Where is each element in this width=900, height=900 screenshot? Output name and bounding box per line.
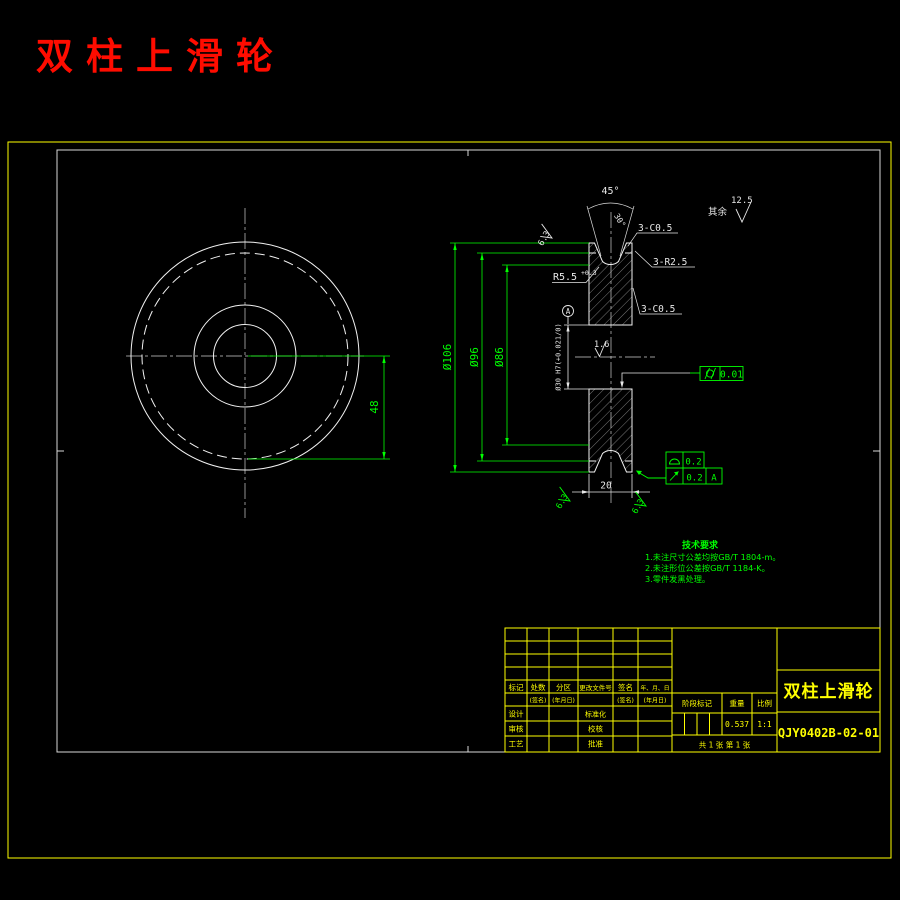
dim-angle-text: 45°	[601, 186, 619, 197]
profile-icon	[669, 458, 680, 465]
dim-d96-text: Ø96	[468, 347, 481, 367]
rest-roughness: 其余 12.5	[708, 196, 753, 224]
fcf-profile-value: 0.2	[685, 458, 701, 468]
width-dimension	[572, 474, 650, 498]
tb-col-mark: 标记	[509, 682, 524, 692]
tb-sub-date1: (年月日)	[552, 697, 575, 705]
dim-d86-text: Ø86	[493, 347, 506, 367]
dim-48-text: 48	[368, 400, 381, 413]
tb-sheet-info: 共 1 张 第 1 张	[699, 740, 751, 750]
tb-row-approve: 批准	[588, 739, 603, 749]
tb-weight-label: 重量	[730, 699, 745, 708]
tb-row-process: 工艺	[509, 740, 524, 749]
rest-value: 12.5	[731, 196, 753, 206]
left-view: 48	[126, 208, 390, 518]
tb-sub-sig1: (签名)	[530, 697, 547, 705]
callout-top-text: 3-C0.5	[638, 223, 672, 234]
groove-radius-tol: +0.3	[581, 269, 597, 277]
roughness-groove-value: 6.3	[536, 230, 552, 248]
page-title: 双柱上滑轮	[36, 37, 286, 78]
datum-a	[562, 305, 574, 324]
fcf-stack: 0.2 0.2 A	[636, 451, 723, 485]
tb-col-count: 处数	[531, 682, 546, 692]
tb-col-date: 年、月、日	[641, 684, 670, 692]
section-body	[588, 242, 633, 473]
upper-hatched-half	[588, 242, 633, 326]
tb-sub-sig2: (签名)	[617, 697, 634, 705]
dim-bore-text: Ø30 H7(+0.021/0)	[555, 323, 563, 390]
tb-part-name: 双柱上滑轮	[784, 681, 874, 702]
tb-col-sig: 签名	[618, 682, 633, 692]
lower-hatched-half	[588, 388, 633, 473]
notes-line-1: 1.未注尺寸公差均按GB/T 1804-m。	[645, 552, 781, 562]
dim-angle-small-text: 30°	[612, 212, 627, 229]
groove-radius-callout: R5.5 +0.3	[552, 266, 600, 283]
roughness-bore-value: 1.6	[594, 340, 609, 350]
notes-line-3: 3.零件发黑处理。	[645, 574, 710, 584]
tb-scale-label: 比例	[757, 698, 772, 708]
roughness-bottom-left: 6.3	[554, 486, 571, 511]
section-view	[575, 212, 655, 505]
tb-row-proof: 校核	[588, 724, 603, 734]
dim-width-text: 20	[600, 481, 612, 492]
title-block: 标记 处数 分区 更改文件号 签名 年、月、日 (签名) (年月日) (签名) …	[504, 627, 881, 753]
fcf-runout-value: 0.2	[686, 474, 702, 484]
tb-scale-value: 1:1	[757, 720, 772, 729]
technical-notes: 技术要求 1.未注尺寸公差均按GB/T 1804-m。 2.未注形位公差按GB/…	[645, 539, 781, 584]
title-block-grid	[504, 627, 881, 753]
roughness-groove-6-3: 6.3	[536, 223, 553, 248]
callout-mid-text: 3-R2.5	[653, 257, 687, 268]
rest-label: 其余	[708, 206, 728, 218]
groove-angle-dim	[586, 202, 635, 257]
fcf-cyl-value: 0.01	[720, 370, 743, 381]
section-centerlines	[575, 212, 655, 505]
fcf-runout-datum: A	[711, 474, 717, 484]
roughness-icon	[735, 201, 752, 224]
roughness-bottom-right-value: 6.3	[630, 498, 646, 516]
tb-drawing-no: QJY0402B-02-01	[778, 726, 879, 740]
tb-sub-date2: (年月日)	[644, 697, 667, 705]
callout-low-text: 3-C0.5	[641, 304, 675, 315]
groove-radius-text: R5.5	[553, 272, 577, 283]
dim-d106-text: Ø106	[441, 344, 454, 371]
notes-line-2: 2.未注形位公差按GB/T 1184-K。	[645, 563, 770, 573]
dim-48	[248, 355, 390, 460]
tb-row-check: 审核	[509, 724, 524, 734]
fcf-cylindricity: 0.01	[620, 366, 744, 388]
tb-col-doc: 更改文件号	[579, 683, 612, 692]
roughness-bottom-left-value: 6.3	[554, 493, 570, 511]
drawing-frame	[56, 149, 881, 753]
tb-stage-label: 阶段标记	[682, 698, 712, 708]
roughness-bore-1-6: 1.6	[594, 340, 609, 358]
tb-weight-value: 0.537	[725, 720, 749, 729]
notes-title: 技术要求	[682, 539, 719, 551]
diameter-dimensions	[450, 242, 589, 473]
tb-row-std: 标准化	[585, 710, 606, 719]
centerlines	[126, 208, 364, 518]
tb-col-zone: 分区	[556, 683, 571, 692]
bore-dimension	[564, 324, 589, 390]
roughness-bottom-right: 6.3	[630, 491, 647, 516]
tb-row-design: 设计	[509, 709, 524, 719]
paper-border	[7, 141, 892, 859]
datum-a-label: A	[566, 307, 571, 316]
edge-callouts	[627, 232, 695, 315]
